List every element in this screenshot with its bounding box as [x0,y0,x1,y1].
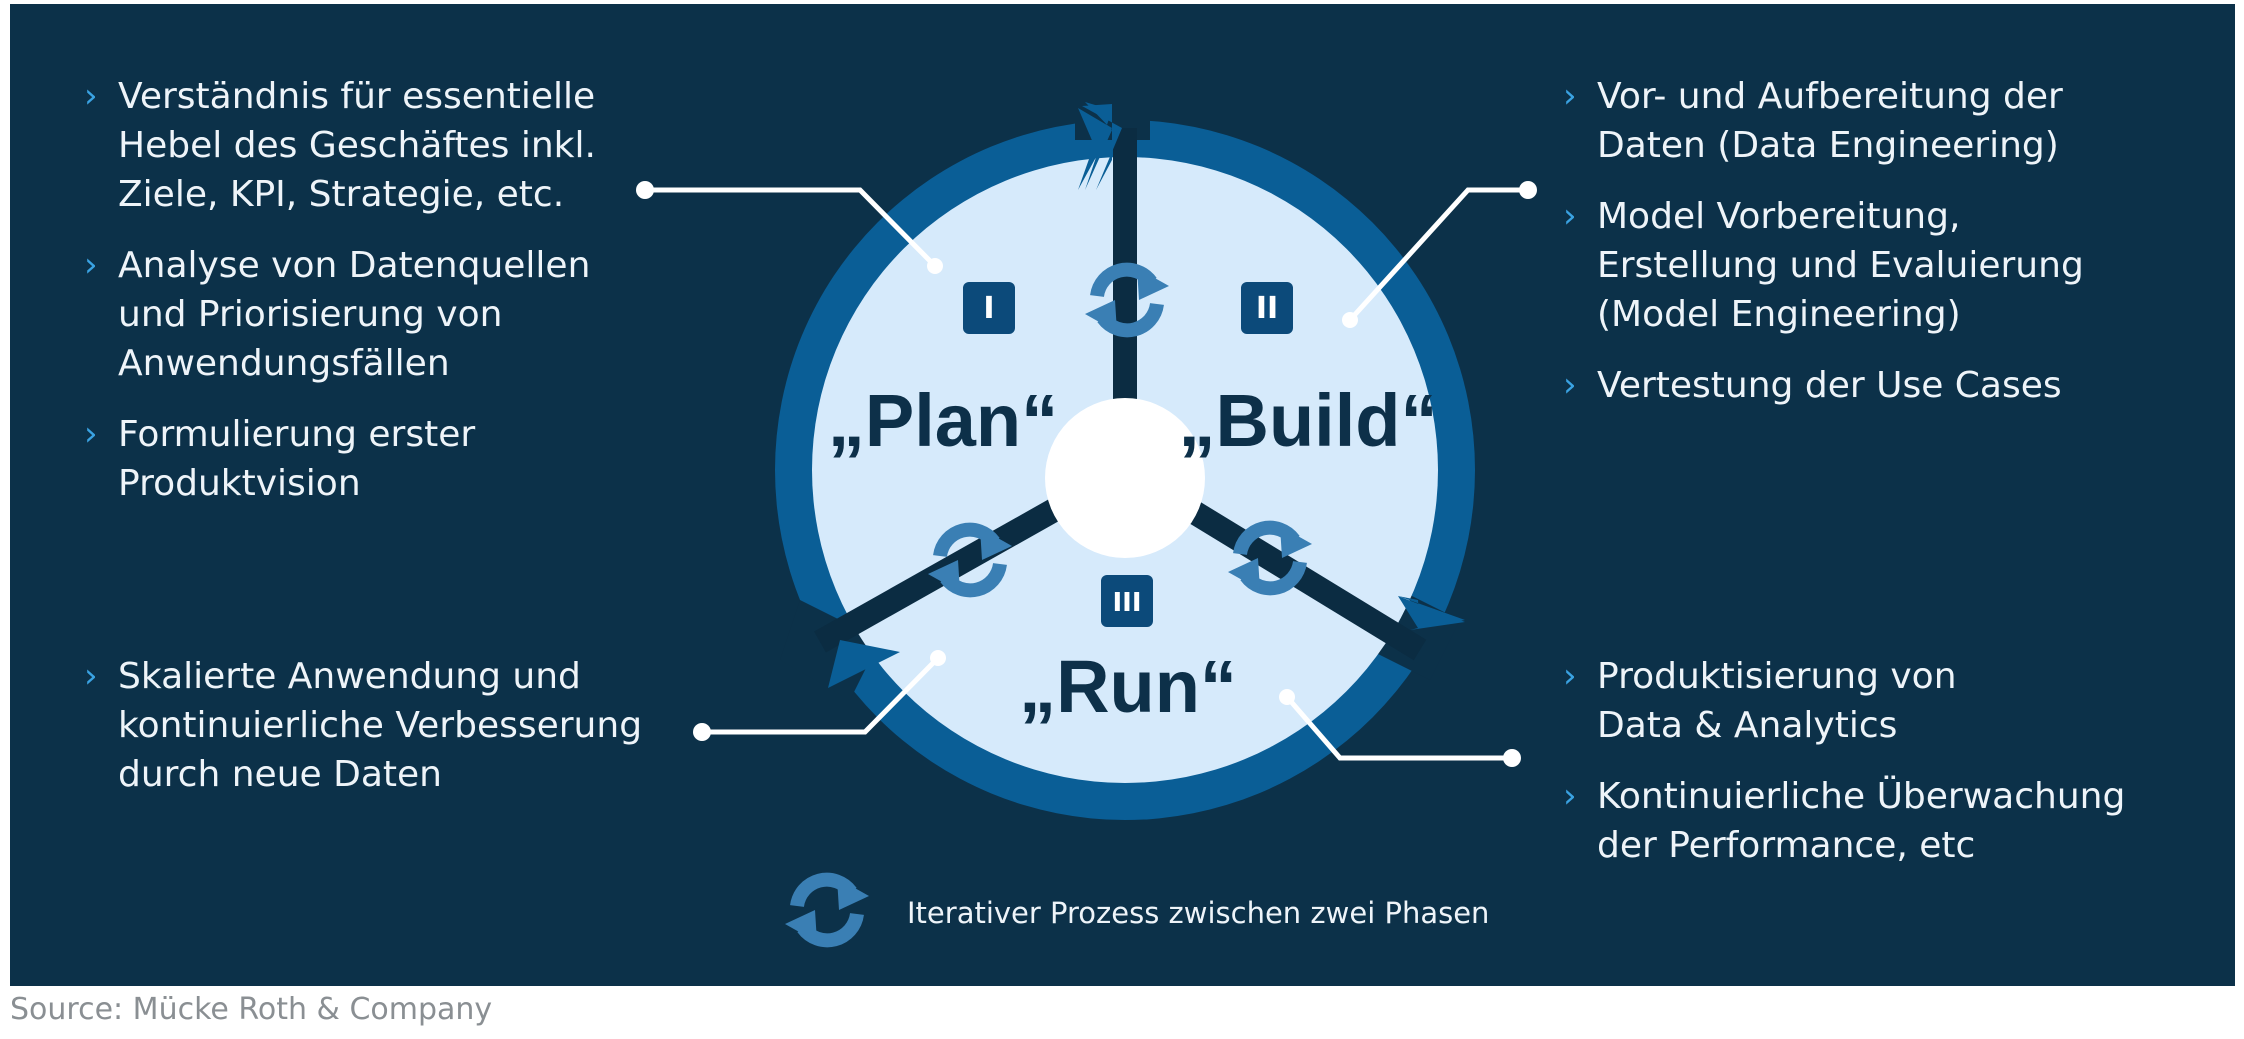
run-left-bullets: ›Skalierte Anwendung und kontinuierliche… [84,652,704,821]
chevron-right-icon: › [1563,76,1577,116]
chevron-right-icon: › [1563,656,1577,696]
arrow-head-left [828,640,900,688]
chevron-right-icon: › [1563,365,1577,405]
list-item: ›Model Vorbereitung, Erstellung und Eval… [1563,192,2203,339]
list-item: ›Verständnis für essentielle Hebel des G… [84,72,684,219]
badge-phase-3 [1101,575,1153,627]
list-item: ›Formulierung erster Produktvision [84,410,684,508]
badge-phase-1-label: I [983,291,994,326]
list-item: ›Kontinuierliche Überwachung der Perform… [1563,772,2203,870]
list-item: ›Vertestung der Use Cases [1563,361,2203,410]
phase-label-run: „Run“ [1019,645,1237,728]
badge-phase-2-label: II [1256,291,1278,326]
center-circle [1045,398,1205,558]
chevron-right-icon: › [84,414,98,454]
chevron-right-icon: › [1563,776,1577,816]
list-item: ›Skalierte Anwendung und kontinuierliche… [84,652,704,799]
chevron-right-icon: › [1563,196,1577,236]
plan-bullets: ›Verständnis für essentielle Hebel des G… [84,72,684,530]
run-right-bullets: ›Produktisierung von Data & Analytics ›K… [1563,652,2203,892]
list-item: ›Analyse von Datenquellen und Priorisier… [84,241,684,388]
phase-label-build: „Build“ [1179,379,1438,462]
phase-label-plan: „Plan“ [828,379,1058,462]
badge-phase-3-label: III [1112,588,1141,618]
chevron-right-icon: › [84,245,98,285]
connector-build [1348,187,1528,322]
badge-phase-1 [963,282,1015,334]
list-item: ›Produktisierung von Data & Analytics [1563,652,2203,750]
build-bullets: ›Vor- und Aufbereitung der Daten (Data E… [1563,72,2203,432]
cycle-arrows-icon [785,878,869,942]
connector-run-right [1285,695,1512,761]
arrow-head-top [1082,104,1122,190]
connector-lines [645,187,1528,761]
badge-phase-2 [1241,282,1293,334]
connector-run-left [702,656,940,735]
chevron-right-icon: › [84,656,98,696]
list-item: ›Vor- und Aufbereitung der Daten (Data E… [1563,72,2203,170]
legend-label: Iterativer Prozess zwischen zwei Phasen [907,896,1490,930]
connector-plan [645,187,937,268]
source-caption: Source: Mücke Roth & Company [10,992,493,1027]
chevron-right-icon: › [84,76,98,116]
